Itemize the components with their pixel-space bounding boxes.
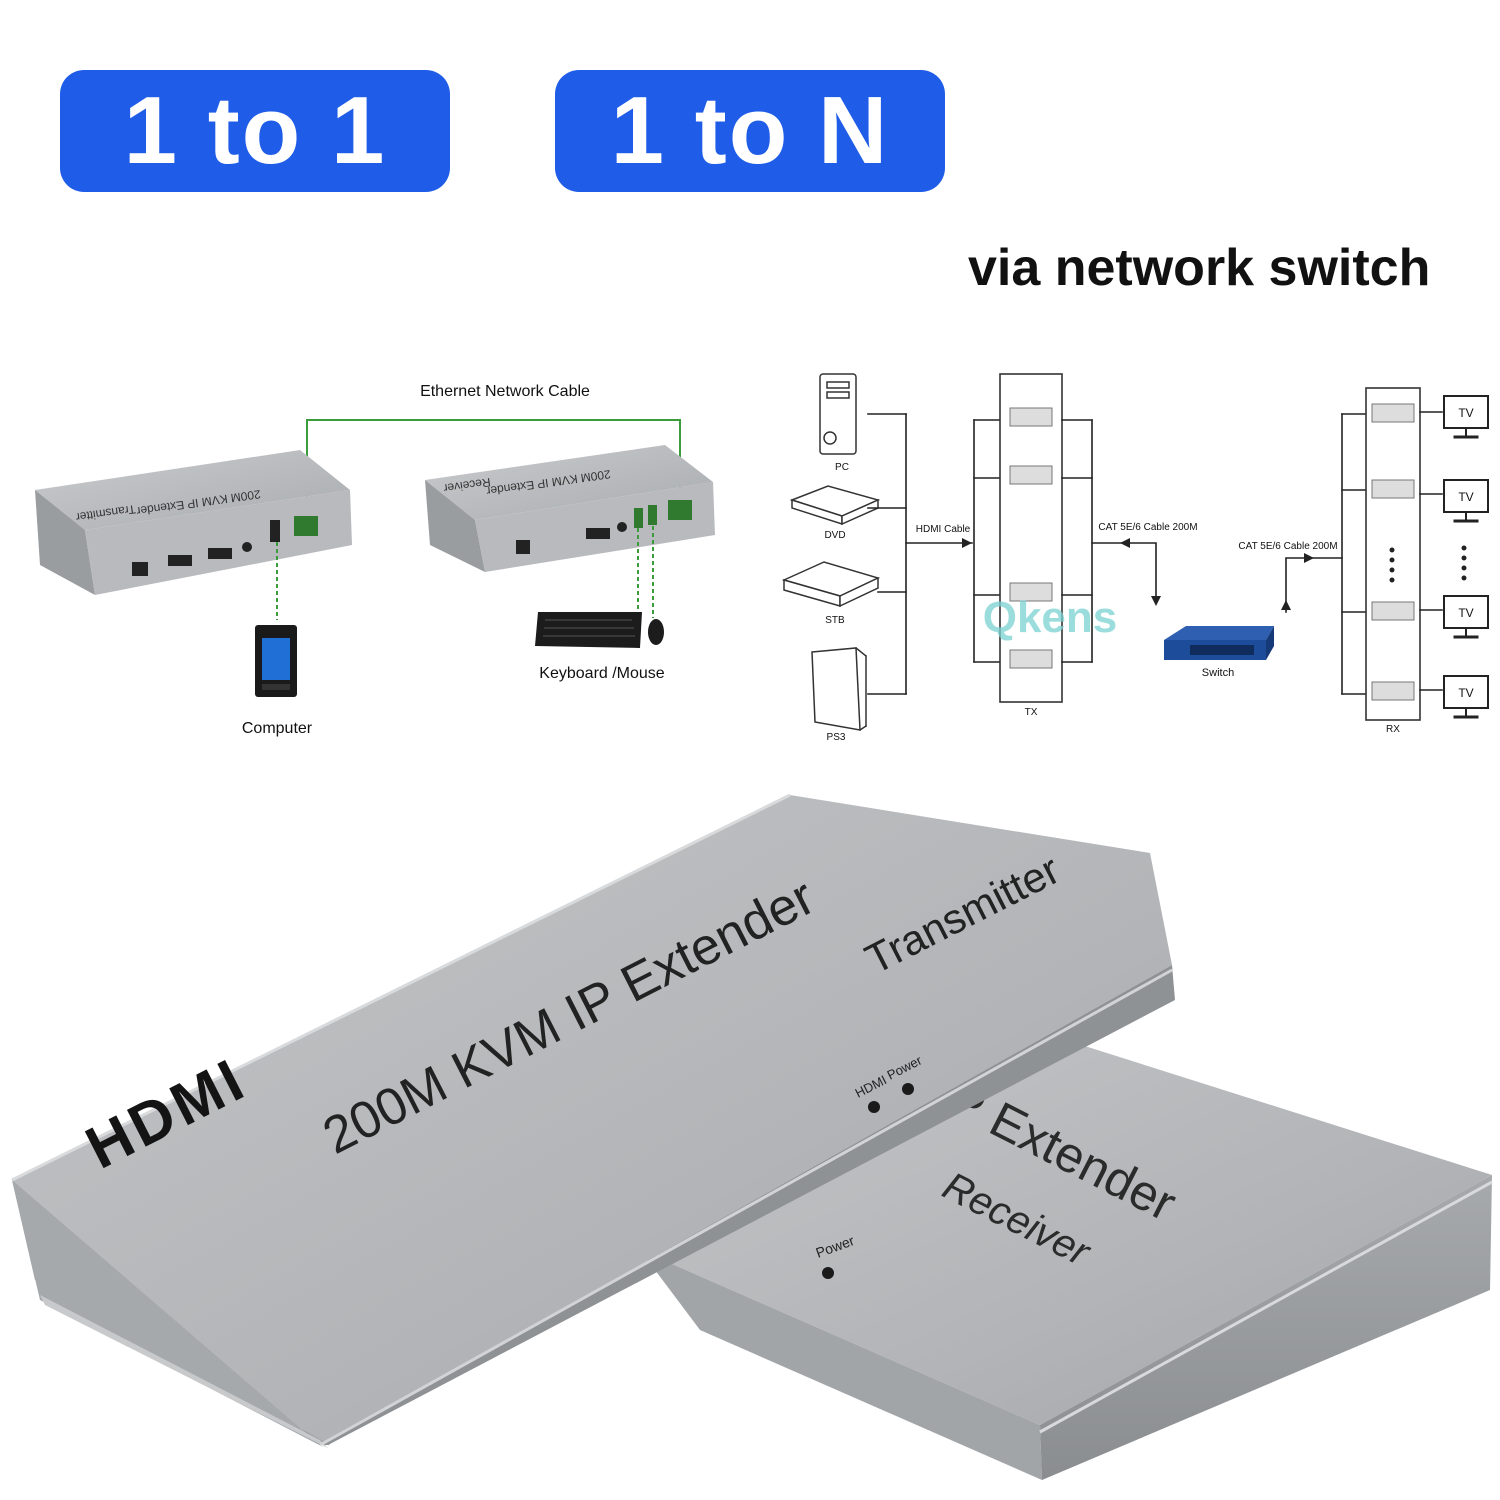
power-led-icon <box>902 1083 914 1095</box>
keyboard-icon <box>535 612 642 648</box>
dc-port-icon <box>132 562 148 576</box>
source-bus-lines <box>867 413 973 695</box>
tx-unit-icon <box>1009 582 1053 602</box>
one-to-n-diagram: PC DVD STB PS3 HDMI C <box>781 373 1489 743</box>
receiver-small-unit: Receiver 200M KVM IP Extender <box>425 445 715 572</box>
one-to-n-badge: 1 to N <box>555 70 945 192</box>
rx-unit-icon <box>1371 601 1415 621</box>
one-to-one-diagram: Ethernet Network Cable Transmitter 200M … <box>35 383 715 737</box>
tv-icon: TV <box>1443 395 1489 439</box>
tx-unit-icon <box>1009 465 1053 485</box>
computer-icon <box>255 625 297 697</box>
ps3-icon <box>811 646 868 732</box>
one-to-one-label: 1 to 1 <box>123 77 387 184</box>
usb-port-icon <box>634 508 643 528</box>
switch-to-rx-line <box>1285 557 1343 613</box>
transmitter-small-unit: Transmitter 200M KVM IP Extender <box>35 450 352 595</box>
hdmi-port-icon <box>208 548 232 559</box>
stb-icon <box>781 561 881 608</box>
ellipsis-dots-icon <box>1461 545 1467 581</box>
tv-icon: TV <box>1443 675 1489 719</box>
hdmi-port-icon <box>168 555 192 566</box>
tv-icon: TV <box>1443 595 1489 639</box>
pc-icon <box>819 373 857 455</box>
via-network-switch-label: via network switch <box>968 239 1431 297</box>
tx-unit-icon <box>1009 649 1053 669</box>
source-label-ps3: PS3 <box>827 732 846 743</box>
tv-label: TV <box>1458 606 1473 620</box>
one-to-one-badge: 1 to 1 <box>60 70 450 192</box>
hdmi-port-icon <box>586 528 610 539</box>
tv-label: TV <box>1458 406 1473 420</box>
rx-unit-icon <box>1371 681 1415 701</box>
dc-port-icon <box>516 540 530 554</box>
keyboard-mouse-label: Keyboard /Mouse <box>539 665 665 682</box>
audio-port-icon <box>617 522 627 532</box>
tx-label: TX <box>1025 707 1038 718</box>
rx-unit-icon <box>1371 403 1415 423</box>
tx-to-switch-line <box>1091 542 1157 603</box>
rx-label: RX <box>1386 724 1400 735</box>
source-label-dvd: DVD <box>824 530 845 541</box>
computer-label: Computer <box>242 720 313 737</box>
dvd-icon <box>789 485 881 526</box>
one-to-n-label: 1 to N <box>610 77 890 184</box>
rx-small-top-text: Receiver <box>443 475 492 495</box>
rj45-port-icon <box>668 500 692 520</box>
tx-unit-icon <box>1009 407 1053 427</box>
rx-unit-icon <box>1371 479 1415 499</box>
tv-label: TV <box>1458 686 1473 700</box>
usb-port-icon <box>270 520 280 542</box>
ellipsis-dots-icon <box>1389 547 1395 583</box>
rx-power-led-icon <box>822 1267 834 1279</box>
network-switch-icon <box>1164 626 1274 660</box>
usb-port-icon <box>648 505 657 525</box>
ethernet-cable-label: Ethernet Network Cable <box>420 383 590 400</box>
rj45-port-icon <box>294 516 318 536</box>
source-label-pc: PC <box>835 462 849 473</box>
hdmi-cable-label: HDMI Cable <box>916 524 971 535</box>
switch-label: Switch <box>1202 667 1234 679</box>
audio-port-icon <box>242 542 252 552</box>
rx-rack <box>1341 387 1443 721</box>
tv-icon: TV <box>1443 479 1489 523</box>
source-label-stb: STB <box>825 615 845 626</box>
cat-cable-label-1: CAT 5E/6 Cable 200M <box>1098 522 1197 533</box>
product-illustration: P Extender Receiver Power HDMI 200M KVM … <box>11 793 1493 1480</box>
cat-cable-label-2: CAT 5E/6 Cable 200M <box>1238 541 1337 552</box>
tv-label: TV <box>1458 490 1473 504</box>
watermark-text: Qkens <box>983 593 1118 642</box>
mouse-icon <box>648 619 664 645</box>
hdmi-led-icon <box>868 1101 880 1113</box>
tx-rack <box>973 373 1093 703</box>
